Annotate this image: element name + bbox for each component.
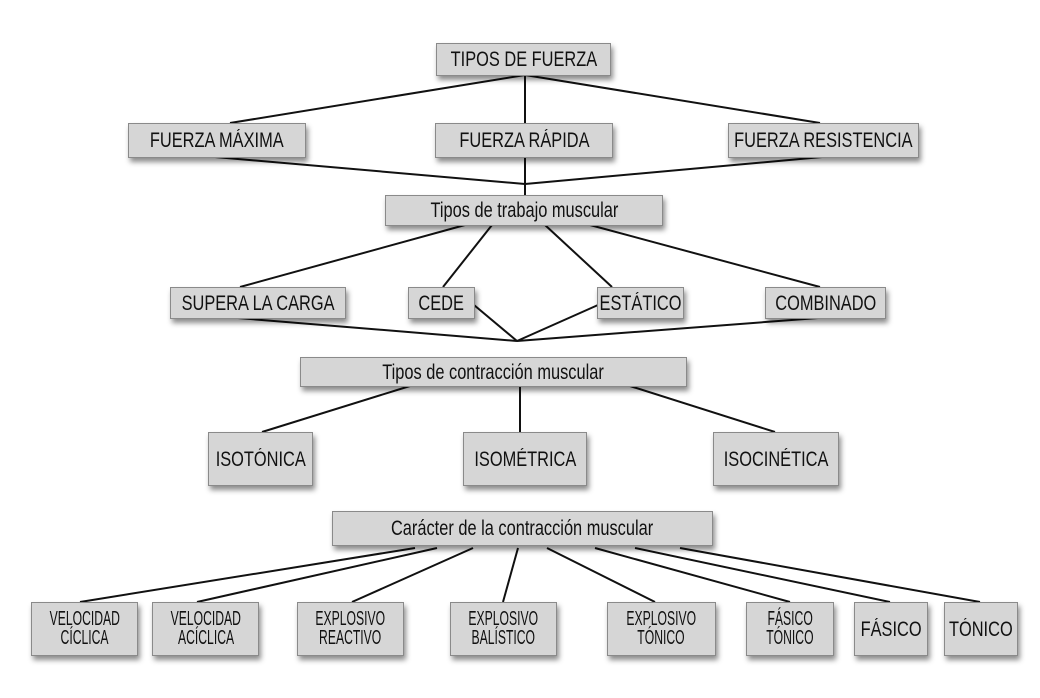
connector [442, 224, 493, 288]
node-tipos-trabajo-muscular: Tipos de trabajo muscular [385, 195, 663, 226]
label-line: BALÍSTICO [471, 627, 536, 649]
connector [229, 74, 526, 124]
node-fuerza-rapida: FUERZA RÁPIDA [435, 123, 613, 158]
label-line: CÍCLICA [60, 627, 109, 649]
node-estatico: ESTÁTICO [597, 287, 684, 319]
connector [196, 547, 438, 603]
node-label: FÁSICO [860, 617, 922, 641]
connector [473, 304, 518, 342]
node-label: FUERZA RESISTENCIA [734, 129, 913, 152]
label-line: TÓNICO [637, 627, 686, 649]
connector [351, 547, 474, 603]
connector [679, 547, 981, 603]
node-label: FUERZA MÁXIMA [150, 129, 284, 152]
node-tonico: TÓNICO [944, 602, 1018, 656]
node-label: ISOCINÉTICA [723, 447, 829, 471]
label-line: REACTIVO [319, 627, 382, 649]
node-label: TIPOS DE FUERZA [450, 48, 597, 71]
label-line: ACÍCLICA [177, 627, 234, 649]
node-fasico: FÁSICO [854, 602, 928, 656]
connector [546, 547, 656, 603]
connector [634, 547, 891, 603]
connector [594, 547, 791, 603]
node-label: Tipos de contracción muscular [382, 360, 605, 384]
node-combinado: COMBINADO [765, 287, 886, 319]
connector [544, 224, 613, 288]
connector [237, 317, 518, 342]
connector [214, 156, 526, 185]
node-isocinetica: ISOCINÉTICA [713, 432, 839, 486]
label-line: FÁSICO [767, 608, 813, 630]
node-isometrica: ISOMÉTRICA [463, 432, 587, 486]
connector [516, 304, 599, 342]
node-label: ISOTÓNICA [215, 447, 306, 471]
connector [629, 385, 776, 433]
node-fuerza-resistencia: FUERZA RESISTENCIA [728, 123, 919, 158]
label-line: EXPLOSIVO [315, 608, 386, 630]
node-label: Carácter de la contracción muscular [391, 517, 654, 540]
node-label: COMBINADO [774, 291, 877, 315]
node-label: CEDE [418, 291, 465, 315]
node-label: TÓNICO [949, 617, 1013, 641]
connector [502, 547, 519, 603]
node-label: ISOMÉTRICA [474, 447, 576, 471]
node-cede: CEDE [408, 287, 475, 319]
connector [261, 385, 411, 433]
node-fuerza-maxima: FUERZA MÁXIMA [128, 123, 306, 158]
connector [589, 224, 821, 288]
connector [524, 156, 823, 185]
node-label: Tipos de trabajo muscular [430, 199, 618, 222]
node-label: ESTÁTICO [599, 291, 682, 315]
label-line: EXPLOSIVO [626, 608, 697, 630]
connector [239, 224, 466, 288]
node-supera-la-carga: SUPERA LA CARGA [170, 287, 346, 319]
label-line: TÓNICO [766, 627, 814, 649]
label-line: VELOCIDAD [170, 608, 241, 630]
connector [524, 74, 821, 124]
node-isotonica: ISOTÓNICA [208, 432, 313, 486]
node-label: SUPERA LA CARGA [181, 291, 335, 315]
connector [79, 547, 416, 603]
connector [516, 317, 819, 342]
label-line: VELOCIDAD [49, 608, 120, 630]
node-tipos-de-fuerza: TIPOS DE FUERZA [436, 43, 611, 76]
node-caracter-contraccion-muscular: Carácter de la contracción muscular [332, 511, 713, 546]
node-label: FUERZA RÁPIDA [458, 129, 590, 152]
node-tipos-contraccion-muscular: Tipos de contracción muscular [300, 357, 687, 387]
label-line: EXPLOSIVO [468, 608, 539, 630]
